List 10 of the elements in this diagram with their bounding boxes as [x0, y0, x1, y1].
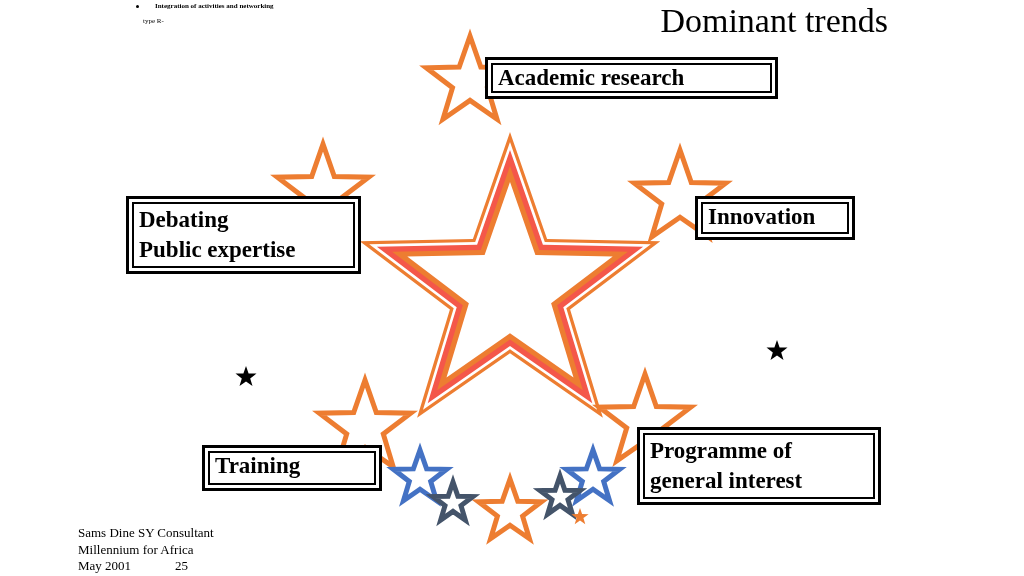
page-number: 25 [175, 558, 188, 574]
date-text: May 2001 [78, 558, 132, 574]
footer-text: Sams Dine SY Consultant [78, 525, 214, 541]
text-box: Academic research [485, 57, 778, 99]
text-box: Programme of general interest [637, 427, 881, 505]
text-box: Training [202, 445, 382, 491]
title: Dominant trends [660, 2, 888, 40]
footer-text: Millennium for Africa [78, 542, 194, 558]
text-box: Innovation [695, 196, 855, 240]
text-box: Debating Public expertise [126, 196, 361, 274]
